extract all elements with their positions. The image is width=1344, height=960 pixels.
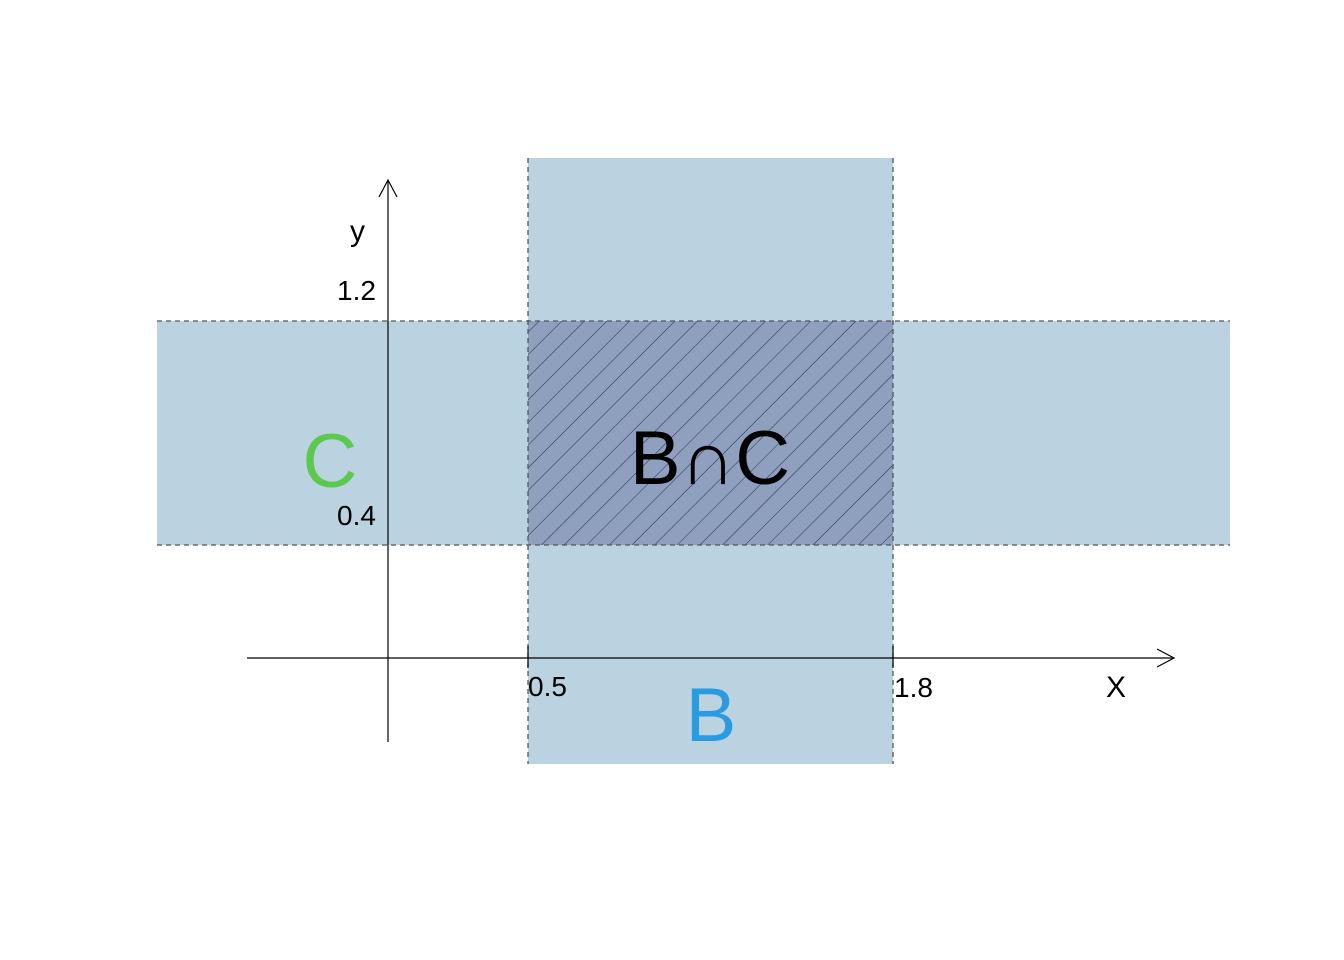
intersection-hatch bbox=[528, 321, 893, 545]
y-axis-arrowhead bbox=[378, 178, 398, 198]
y-tick-label: 1.2 bbox=[337, 275, 376, 306]
x-axis-arrowhead bbox=[1156, 648, 1176, 668]
y-tick-label: 0.4 bbox=[337, 500, 376, 531]
x-tick-label: 0.5 bbox=[528, 671, 567, 702]
region-b-label: B bbox=[686, 673, 737, 758]
region-c-label: C bbox=[303, 419, 358, 504]
y-axis-label: y bbox=[350, 215, 365, 248]
x-axis-label: X bbox=[1106, 671, 1126, 704]
x-tick-label: 1.8 bbox=[894, 672, 933, 703]
intersection-label: B∩C bbox=[630, 416, 790, 501]
